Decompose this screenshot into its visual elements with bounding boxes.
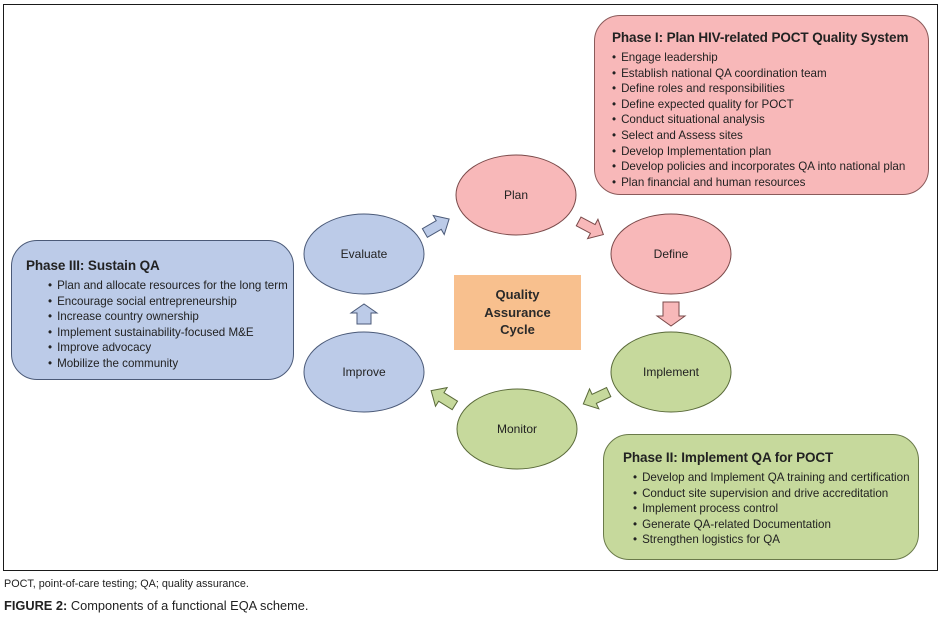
list-item: Engage leadership bbox=[612, 50, 928, 66]
node-define bbox=[610, 213, 732, 295]
node-evaluate bbox=[303, 213, 425, 295]
list-item: Develop and Implement QA training and ce… bbox=[633, 470, 918, 486]
center-line-2: Assurance bbox=[484, 304, 551, 320]
list-item: Plan and allocate resources for the long… bbox=[48, 278, 293, 294]
figure-footnote: POCT, point-of-care testing; QA; quality… bbox=[4, 578, 249, 590]
node-implement bbox=[610, 331, 732, 413]
node-monitor-label: Monitor bbox=[496, 422, 538, 436]
phase-1-title: Phase I: Plan HIV-related POCT Quality S… bbox=[612, 30, 909, 45]
caption-text: Components of a functional EQA scheme. bbox=[67, 598, 309, 613]
list-item: Increase country ownership bbox=[48, 309, 293, 325]
center-line-3: Cycle bbox=[500, 322, 535, 338]
center-line-1: Quality bbox=[495, 287, 540, 303]
quality-assurance-cycle-box: Quality Assurance Cycle bbox=[454, 275, 581, 350]
arrow-implement-to-monitor bbox=[582, 386, 612, 410]
phase-3-title: Phase III: Sustain QA bbox=[26, 258, 160, 273]
list-item: Define expected quality for POCT bbox=[612, 97, 928, 113]
list-item: Establish national QA coordination team bbox=[612, 66, 928, 82]
phase-2-box: Phase II: Implement QA for POCT Develop … bbox=[603, 434, 919, 560]
node-monitor bbox=[456, 388, 578, 470]
list-item: Generate QA-related Documentation bbox=[633, 517, 918, 533]
node-plan bbox=[455, 154, 577, 236]
list-item: Develop Implementation plan bbox=[612, 144, 928, 160]
figure-caption: FIGURE 2: Components of a functional EQA… bbox=[4, 598, 308, 613]
arrow-define-to-implement bbox=[655, 301, 687, 327]
phase-1-list: Engage leadership Establish national QA … bbox=[612, 50, 928, 190]
node-implement-label: Implement bbox=[642, 365, 700, 379]
arrow-improve-to-evaluate bbox=[349, 303, 379, 325]
caption-label: FIGURE 2: bbox=[4, 598, 68, 613]
list-item: Improve advocacy bbox=[48, 340, 293, 356]
phase-3-list: Plan and allocate resources for the long… bbox=[26, 278, 293, 372]
list-item: Select and Assess sites bbox=[612, 128, 928, 144]
arrow-monitor-to-improve bbox=[430, 386, 459, 411]
list-item: Strengthen logistics for QA bbox=[633, 532, 918, 548]
list-item: Mobilize the community bbox=[48, 356, 293, 372]
list-item: Conduct situational analysis bbox=[612, 112, 928, 128]
node-improve bbox=[303, 331, 425, 413]
phase-2-list: Develop and Implement QA training and ce… bbox=[623, 470, 918, 548]
list-item: Implement process control bbox=[633, 501, 918, 517]
node-evaluate-label: Evaluate bbox=[340, 247, 388, 261]
list-item: Encourage social entrepreneurship bbox=[48, 294, 293, 310]
arrow-evaluate-to-plan bbox=[421, 214, 450, 239]
list-item: Conduct site supervision and drive accre… bbox=[633, 486, 918, 502]
phase-2-title: Phase II: Implement QA for POCT bbox=[623, 450, 834, 465]
node-plan-label: Plan bbox=[503, 188, 529, 202]
list-item: Develop policies and incorporates QA int… bbox=[612, 159, 928, 175]
list-item: Implement sustainability-focused M&E bbox=[48, 325, 293, 341]
node-define-label: Define bbox=[653, 247, 689, 261]
phase-3-box: Phase III: Sustain QA Plan and allocate … bbox=[11, 240, 294, 380]
list-item: Plan financial and human resources bbox=[612, 175, 928, 191]
arrow-plan-to-define bbox=[575, 216, 605, 240]
node-improve-label: Improve bbox=[342, 365, 386, 379]
list-item: Define roles and responsibilities bbox=[612, 81, 928, 97]
phase-1-box: Phase I: Plan HIV-related POCT Quality S… bbox=[594, 15, 929, 195]
